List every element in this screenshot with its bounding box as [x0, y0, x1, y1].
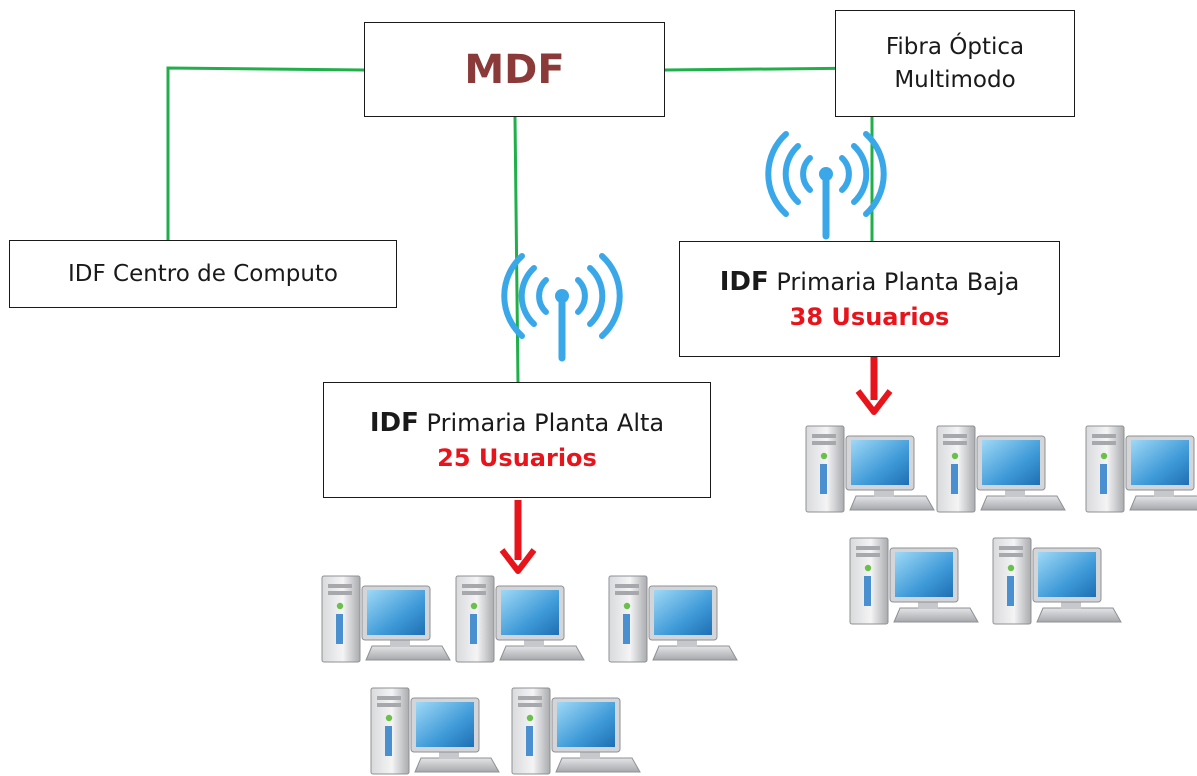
idf-alta-name: Primaria Planta Alta [426, 409, 665, 437]
idf-centro-node[interactable]: IDF Centro de Computo [9, 240, 397, 308]
fiber-optic-node[interactable]: Fibra Óptica Multimodo [835, 10, 1075, 117]
idf-baja-node[interactable]: IDF Primaria Planta Baja 38 Usuarios [679, 241, 1060, 357]
desktop-computer-icon [805, 425, 935, 513]
fiber-label-line1: Fibra Óptica [885, 33, 1025, 60]
desktop-computer-icon [511, 687, 641, 775]
desktop-computer-icon [849, 537, 979, 625]
desktop-computer-icon [608, 575, 738, 663]
link-mdf-idf-centro [166, 66, 365, 240]
idf-alta-title: IDF Primaria Planta Alta [370, 405, 664, 441]
idf-baja-name: Primaria Planta Baja [776, 268, 1020, 296]
desktop-computer-icon [992, 537, 1122, 625]
mdf-node[interactable]: MDF [364, 22, 665, 117]
wifi-antenna-icon [768, 134, 883, 236]
idf-baja-prefix: IDF [719, 267, 769, 297]
down-arrow-icon [855, 357, 893, 415]
desktop-computer-icon [455, 575, 585, 663]
fiber-label-line2: Multimodo [894, 66, 1016, 93]
idf-centro-label: IDF Centro de Computo [67, 260, 339, 287]
mdf-label: MDF [464, 46, 565, 93]
desktop-computer-icon [936, 425, 1066, 513]
idf-baja-title: IDF Primaria Planta Baja [720, 264, 1020, 300]
wifi-antenna-icon [504, 256, 619, 358]
link-mdf-idf-alta [513, 116, 520, 384]
desktop-computer-icon [370, 687, 500, 775]
idf-alta-prefix: IDF [369, 408, 419, 438]
down-arrow-icon [499, 500, 537, 574]
desktop-computer-icon [321, 575, 451, 663]
idf-alta-node[interactable]: IDF Primaria Planta Alta 25 Usuarios [323, 382, 711, 498]
idf-baja-users: 38 Usuarios [789, 303, 950, 331]
desktop-computer-icon [1085, 425, 1197, 513]
idf-alta-users: 25 Usuarios [437, 444, 597, 472]
